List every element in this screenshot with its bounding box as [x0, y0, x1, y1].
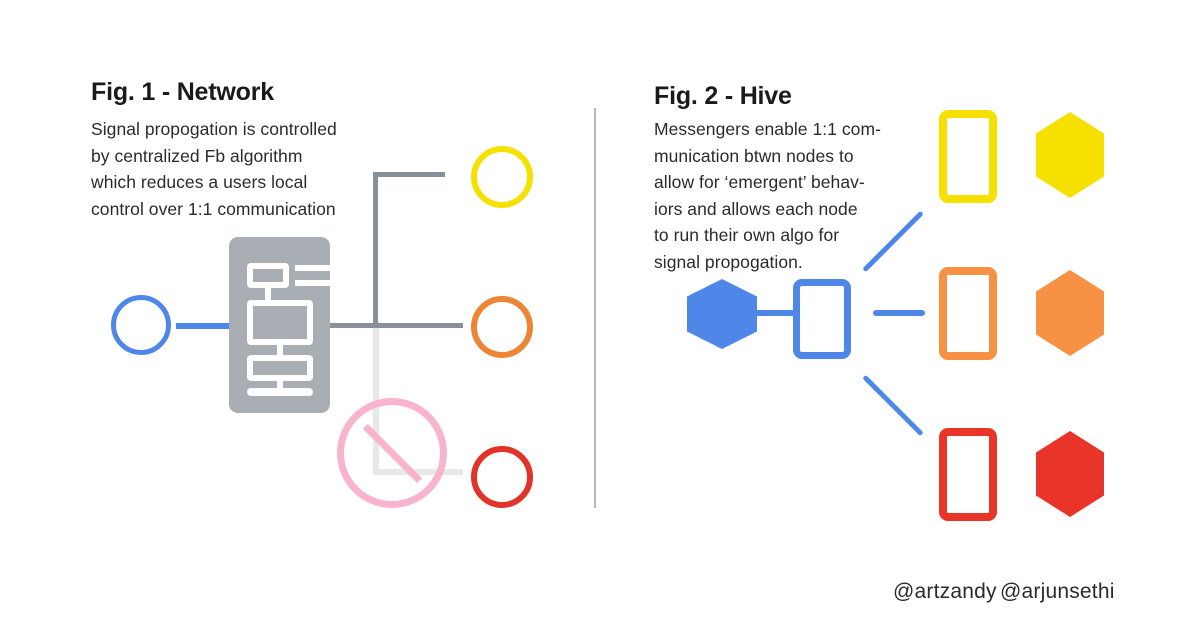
hive-row-red-phone [939, 428, 997, 521]
phone-screen [947, 279, 989, 342]
blocked-connection-sign [337, 398, 447, 508]
hive-row-orange-phone [939, 267, 997, 360]
fig1-description-line: which reduces a users local [91, 172, 308, 192]
algo-connector-upper [265, 288, 271, 302]
handle-artzandy: @artzandy [893, 580, 997, 603]
user-node-blue [111, 295, 171, 355]
hive-link-to-orange [873, 310, 925, 316]
algo-node-lower [247, 355, 313, 381]
fb-algorithm-block [229, 237, 331, 413]
algo-bar-second [295, 280, 331, 286]
fig1-description-line: Signal propogation is controlled [91, 119, 337, 139]
fig1-description-line: by centralized Fb algorithm [91, 145, 303, 166]
phone-screen [947, 440, 989, 503]
node-red [471, 446, 533, 508]
node-orange [471, 296, 533, 358]
fig1-description: Signal propogation is controlled by cent… [91, 116, 337, 222]
hive-center-hexagon [687, 279, 757, 349]
fig2-title: Fig. 2 - Hive [654, 82, 792, 110]
hive-row-red-hexagon [1036, 431, 1104, 517]
network-branch-to-yellow [373, 172, 445, 177]
fig2-description-line: Messengers enable 1:1 com- [654, 119, 881, 139]
phone-screen [947, 122, 989, 185]
phone-screen [800, 290, 844, 343]
fig2-description-line: allow for ‘emergent’ behav- [654, 172, 865, 192]
hive-hexagon-to-phone-link [752, 310, 801, 316]
fig2-description-line: signal propogation. [654, 251, 803, 272]
network-branch-to-orange [329, 323, 463, 328]
algo-connector-middle [277, 345, 283, 357]
algo-bar-bottom [247, 388, 313, 396]
user-to-algorithm-link [176, 323, 229, 329]
fig2-description-line: iors and allows each node [654, 198, 858, 219]
algo-bar-top [295, 265, 331, 271]
figure-divider [594, 108, 596, 508]
hive-row-orange-hexagon [1036, 270, 1104, 356]
algo-node-small [247, 263, 289, 288]
node-yellow [471, 146, 533, 208]
fig2-description-line: munication btwn nodes to [654, 145, 854, 166]
fig1-description-line: control over 1:1 communication [91, 198, 336, 219]
hive-row-yellow-hexagon [1036, 112, 1104, 198]
hive-row-yellow-phone [939, 110, 997, 203]
fig2-description: Messengers enable 1:1 com- munication bt… [654, 116, 881, 275]
fig1-title: Fig. 1 - Network [91, 78, 274, 106]
fig2-description-line: to run their own algo for [654, 225, 840, 245]
algo-node-main [247, 300, 313, 345]
network-vertical-trunk [373, 172, 378, 325]
hive-center-node [793, 279, 851, 359]
algo-connector-lower [277, 381, 283, 390]
handle-arjunsethi: @arjunsethi [1000, 580, 1115, 603]
hive-link-to-red [862, 374, 924, 437]
